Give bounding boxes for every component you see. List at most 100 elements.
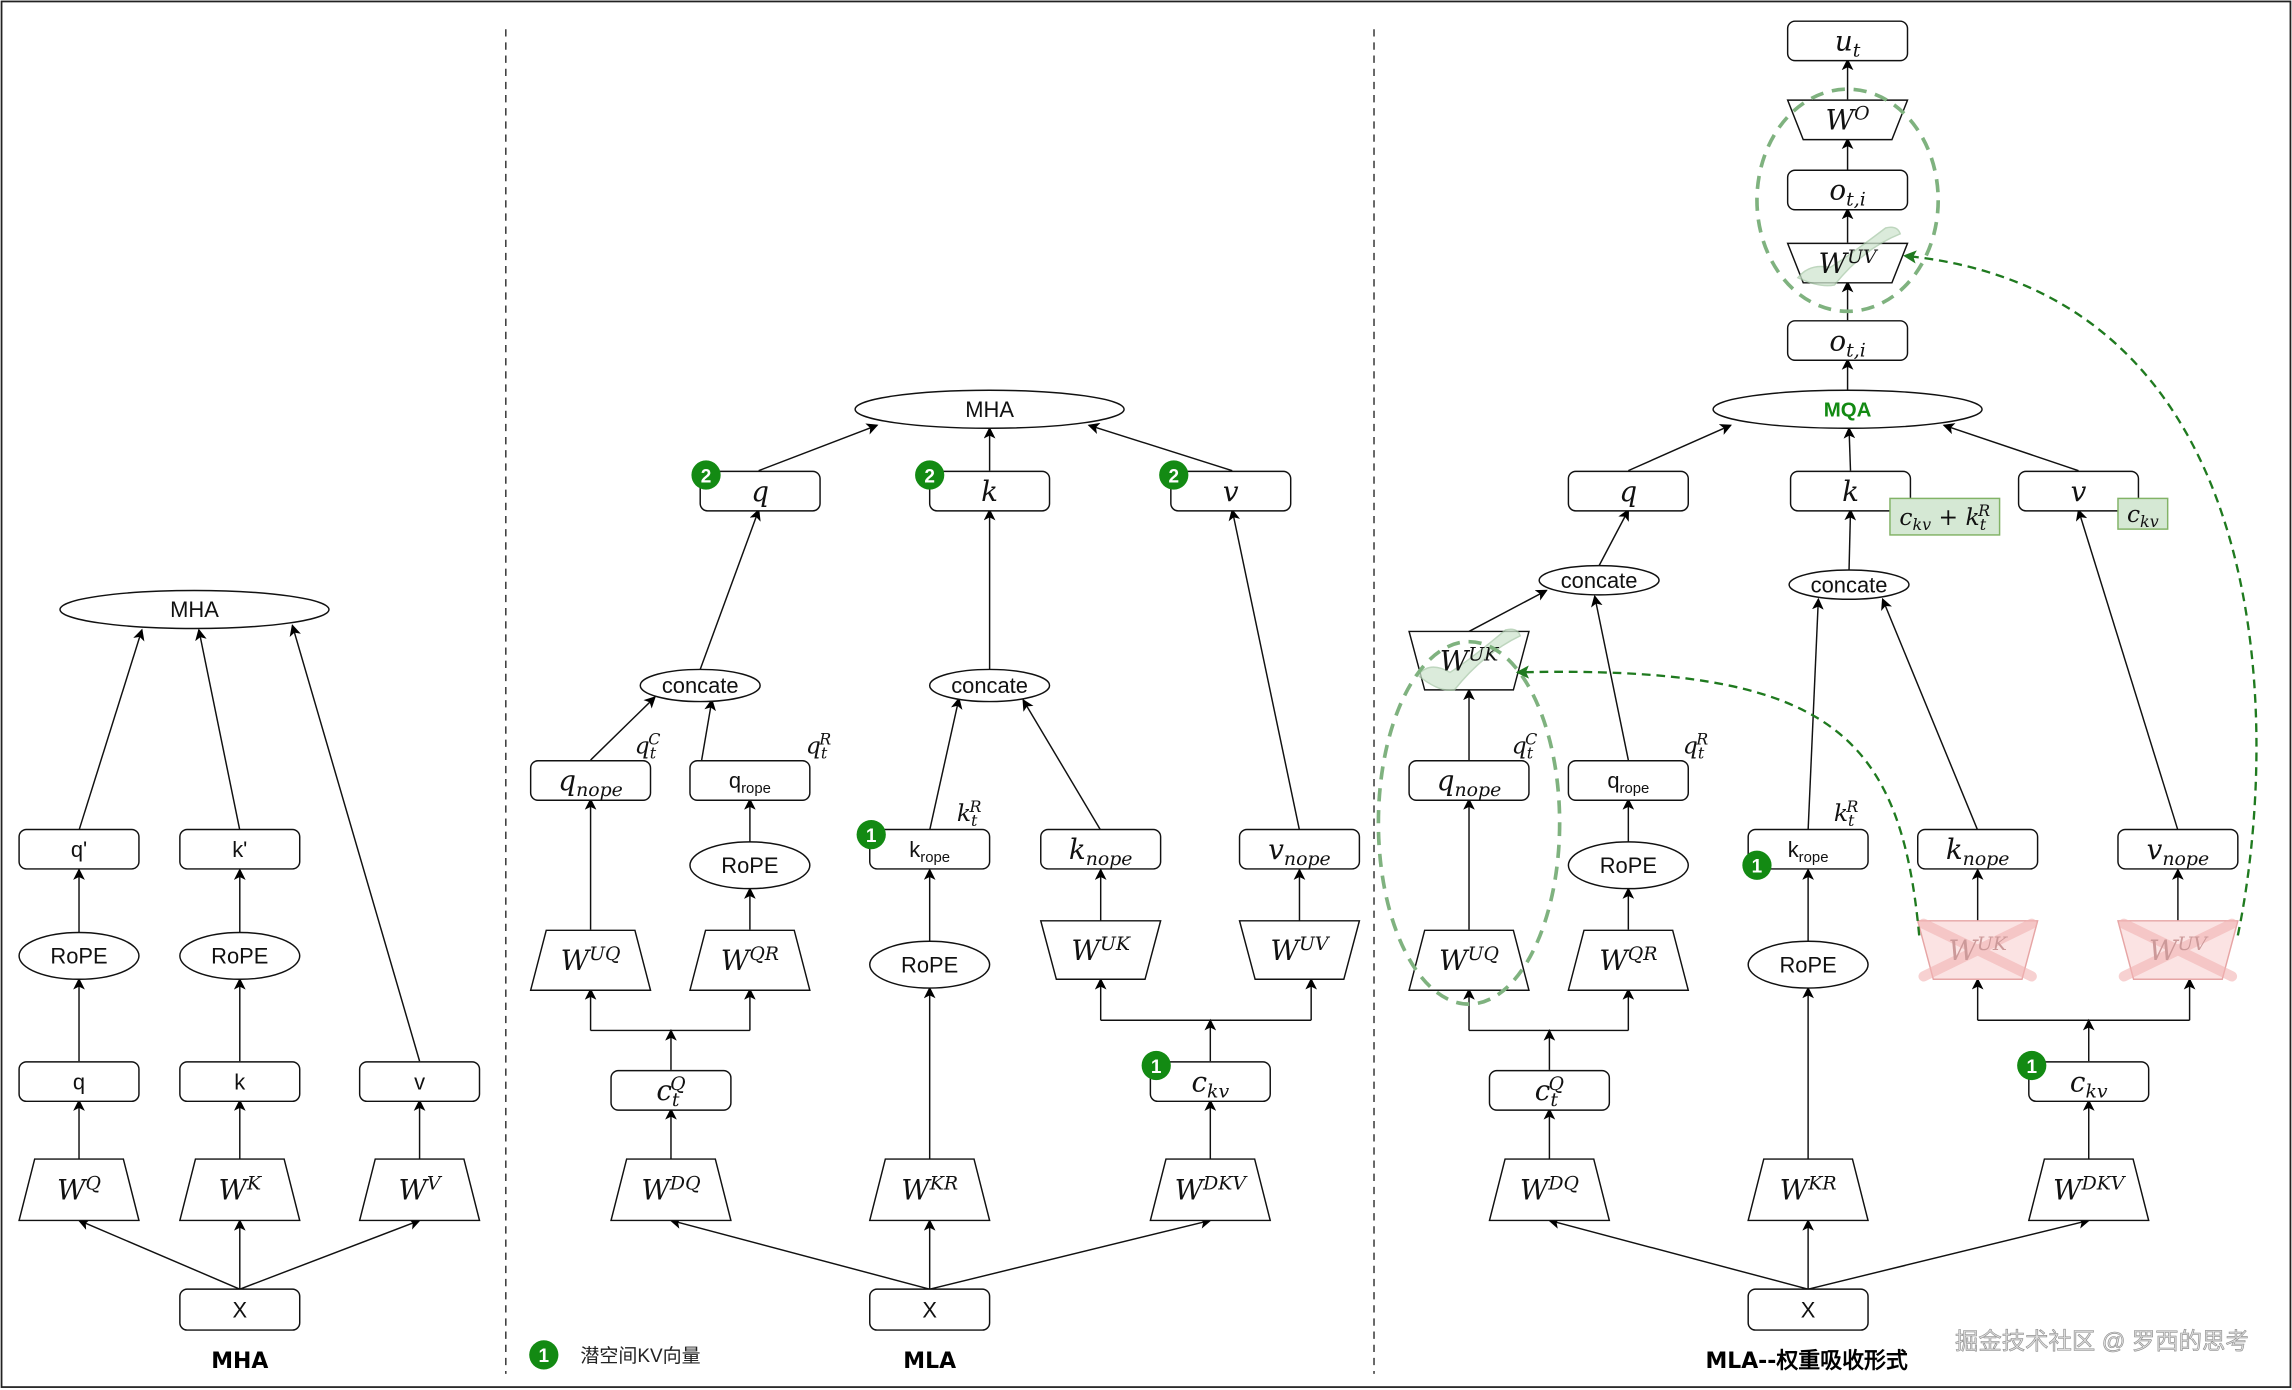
mha-x-label: X — [232, 1297, 247, 1322]
label-part: RoPE — [1600, 853, 1657, 878]
node-mla-mha: MHA — [854, 389, 1125, 429]
label-part: W — [1439, 944, 1470, 977]
node-mla-qrope: qrope — [689, 760, 811, 801]
watermark: 掘金技术社区 @ 罗西的思考 — [1955, 1328, 2249, 1354]
mha-mha-label: MHA — [170, 597, 219, 622]
label-part: concate — [1811, 572, 1888, 597]
label-part: MHA — [965, 397, 1014, 422]
abs-qrope-label: qrope — [1607, 768, 1649, 796]
label-part: t — [1853, 39, 1861, 61]
arrow — [928, 697, 963, 831]
label-part: nope — [1284, 848, 1331, 870]
legend-badge — [529, 1340, 559, 1370]
label-part: UQ — [1468, 943, 1499, 965]
arrow — [1468, 589, 1548, 633]
label-part: W — [1175, 1173, 1206, 1206]
abs-concat1-label: concate — [1561, 568, 1638, 593]
label-part: concate — [1561, 568, 1638, 593]
mha-v-label: v — [414, 1069, 425, 1094]
mla-qtc-label: qtC — [635, 730, 661, 763]
label-part: o — [1829, 174, 1846, 207]
mla-qtr-label: qtR — [806, 730, 831, 763]
arrow — [1591, 594, 1630, 761]
mha-q-label: q — [73, 1069, 85, 1094]
label-part: k' — [232, 837, 247, 862]
label-part: UV — [1847, 245, 1879, 267]
node-abs-qrope: qrope — [1567, 760, 1689, 801]
label-part: V — [427, 1172, 443, 1194]
label-part: k — [981, 475, 998, 508]
label-part: t — [1550, 1089, 1558, 1111]
label-part: t — [821, 743, 828, 762]
arrow — [2075, 508, 2179, 831]
node-abs-krope: krope — [1747, 828, 1869, 870]
abs-ktr-label: ktR — [1834, 797, 1859, 830]
abs-k-label: k — [1842, 475, 1859, 508]
label-part: UV — [1299, 932, 1331, 954]
node-abs-qnope: qnope — [1408, 760, 1530, 801]
mla-wqr-label: WQR — [721, 943, 779, 977]
node-abs-wuk: WUK — [1916, 918, 2039, 982]
node-mla-wdq: WDQ — [610, 1158, 732, 1222]
label-part: v — [414, 1069, 425, 1094]
label-part: RoPE — [901, 952, 958, 977]
arrow — [929, 1217, 1212, 1290]
label-part: q — [635, 732, 650, 760]
label-part: RoPE — [721, 853, 778, 878]
label-part: MQA — [1824, 398, 1872, 421]
label-part: k — [1946, 833, 1963, 866]
label-part: W — [57, 1173, 88, 1206]
absorb-group-ellipse — [1755, 87, 1941, 314]
arrow — [700, 698, 716, 761]
badge-number: 2 — [1168, 466, 1179, 487]
label-part: concate — [951, 673, 1028, 698]
abs-ckv-label: ckv — [2070, 1065, 2108, 1102]
node-mla-wkr: WKR — [868, 1158, 991, 1222]
node-abs-knope: knope — [1917, 828, 2039, 870]
abs-x-label: X — [1801, 1297, 1816, 1322]
label-part: c — [1191, 1065, 1207, 1098]
node-mha-rope2: RoPE — [179, 931, 301, 981]
label-part: q — [558, 764, 576, 797]
node-mla-wqr: WQR — [689, 929, 811, 991]
badge-one: 1 — [856, 819, 886, 850]
node-mha-wq: WQ — [18, 1158, 140, 1222]
label-part: q' — [71, 837, 87, 862]
label-part: c — [2127, 500, 2140, 528]
node-abs-wkr: WKR — [1747, 1158, 1869, 1222]
mha-qp-label: q' — [71, 837, 87, 862]
arrow — [1022, 698, 1102, 831]
label-part: RoPE — [50, 944, 107, 969]
label-part: X — [1801, 1297, 1816, 1322]
abs-wo-label: WO — [1826, 102, 1871, 136]
abs-wuv-label: WUV — [2149, 932, 2209, 966]
label-part: k — [1842, 475, 1859, 508]
label-part: t — [650, 743, 657, 762]
label-part: O — [1854, 102, 1870, 124]
node-abs-vnope: vnope — [2117, 828, 2239, 870]
node-mha-wk: WK — [178, 1158, 301, 1222]
node-mla-krope: krope — [869, 828, 991, 870]
label-part: UK — [1468, 643, 1500, 665]
node-abs-q: q — [1567, 470, 1689, 512]
label-part: W — [1826, 104, 1857, 137]
abs-qnope-label: qnope — [1437, 764, 1502, 801]
badge-two: 2 — [691, 460, 721, 490]
mla-concat2-label: concate — [951, 673, 1028, 698]
label-part: v — [1268, 833, 1284, 866]
label-part: R — [968, 797, 981, 816]
legend-text: 潜空间KV向量 — [580, 1345, 700, 1367]
abs-tagv-label: ckv — [2127, 500, 2159, 531]
node-abs-wdq: WDQ — [1488, 1158, 1611, 1222]
node-mha-mha: MHA — [59, 589, 330, 630]
label-part: RoPE — [211, 944, 268, 969]
abs-o2-label: ot,i — [1829, 324, 1865, 361]
abs-q-label: q — [1619, 475, 1637, 508]
label-part: Q — [86, 1172, 101, 1194]
label-part: X — [922, 1297, 937, 1322]
mha-rope1-label: RoPE — [50, 944, 107, 969]
label-part: DKV — [2081, 1172, 2127, 1194]
label-part: nope — [576, 779, 623, 801]
absorb-group-ellipse — [1376, 639, 1562, 1006]
label-part: kv — [1913, 515, 1932, 534]
